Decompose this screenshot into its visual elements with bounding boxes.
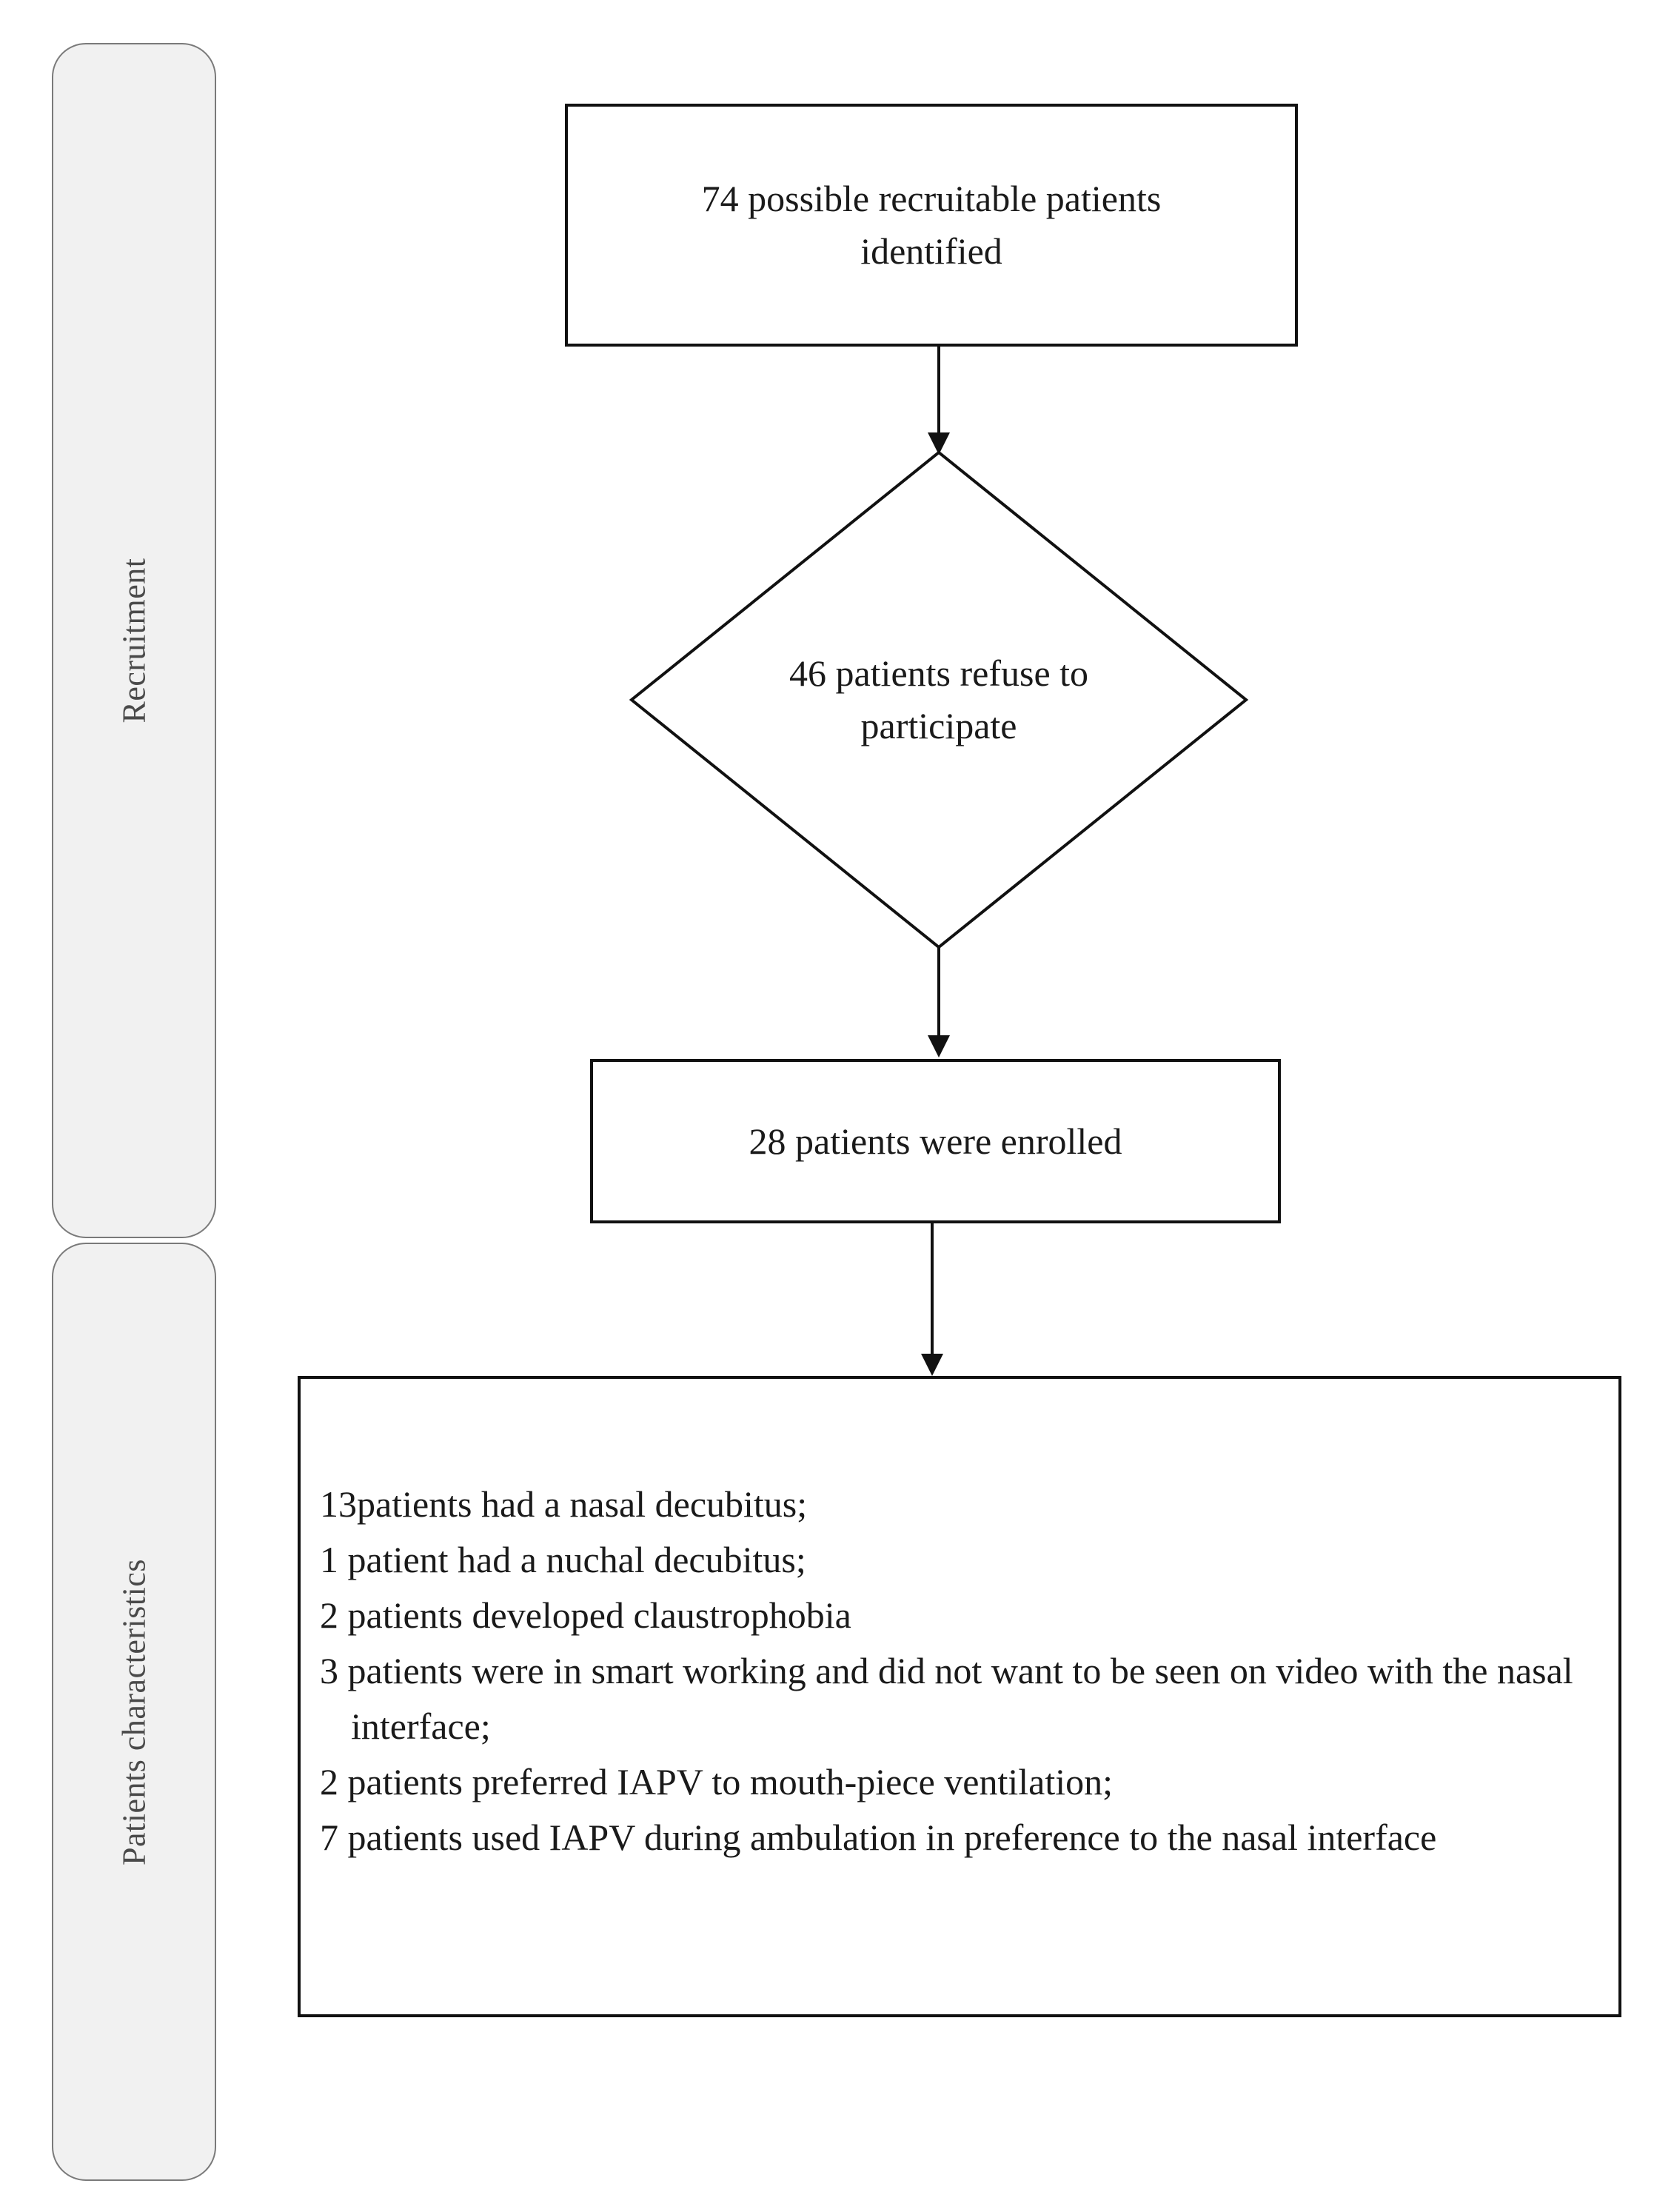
node-identified-line-2: identified [860, 230, 1002, 272]
phase-label-recruitment: Recruitment [115, 558, 153, 724]
list-item: 2 patients developed claustrophobia [320, 1594, 851, 1636]
node-identified-box: 74 possible recruitable patients identif… [565, 104, 1298, 347]
node-enrolled-text: 28 patients were enrolled [749, 1120, 1122, 1162]
arrow-shaft [937, 948, 940, 1038]
phase-panel-patients-characteristics: Patients characteristics [52, 1243, 216, 2181]
list-item: 7 patients used IAPV during ambulation i… [320, 1817, 1437, 1858]
characteristics-list: 13patients had a nasal decubitus; 1 pati… [320, 1477, 1605, 1865]
node-refused-text: 46 patients refuse to participate [731, 647, 1146, 752]
phase-label-patients-characteristics: Patients characteristics [115, 1558, 153, 1865]
list-item: 1 patient had a nuchal decubitus; [320, 1539, 806, 1580]
node-identified-text: 74 possible recruitable patients identif… [680, 173, 1184, 278]
node-refused-line-2: participate [860, 705, 1017, 746]
list-item: 2 patients preferred IAPV to mouth-piece… [320, 1761, 1113, 1802]
phase-panel-recruitment: Recruitment [52, 43, 216, 1238]
arrow-shaft [931, 1223, 934, 1357]
node-identified-line-1: 74 possible recruitable patients [701, 178, 1162, 219]
arrow-shaft [937, 347, 940, 435]
arrow-head-icon [928, 1035, 950, 1057]
list-item: 3 patients were in smart working and did… [320, 1650, 1573, 1747]
node-refused-line-1: 46 patients refuse to [789, 652, 1089, 694]
node-refused-diamond: 46 patients refuse to participate [629, 450, 1249, 949]
node-enrolled-box: 28 patients were enrolled [590, 1059, 1281, 1223]
arrow-head-icon [921, 1354, 943, 1376]
node-characteristics-box: 13patients had a nasal decubitus; 1 pati… [298, 1376, 1621, 2017]
list-item: 13patients had a nasal decubitus; [320, 1483, 808, 1525]
diamond-shape-icon [629, 450, 1249, 949]
